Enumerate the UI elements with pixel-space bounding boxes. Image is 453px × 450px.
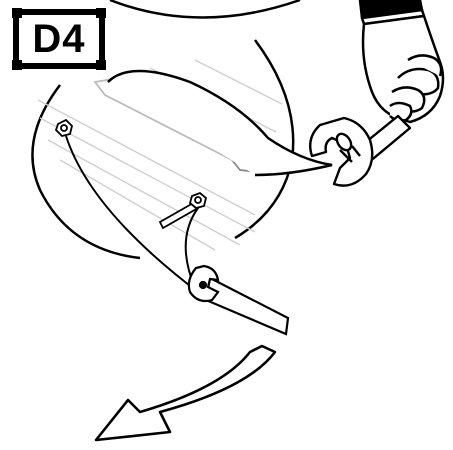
bolt-icon: [56, 120, 72, 136]
previous-callout-arc: [110, 0, 300, 18]
hand-holding-wrench-icon: [360, 0, 443, 122]
callout-pointer: [108, 71, 332, 175]
curved-arrow-icon: [96, 346, 275, 440]
step-badge: D4: [12, 8, 106, 70]
open-end-wrench-icon: [189, 266, 288, 334]
adjustable-wrench-icon: [310, 116, 410, 186]
step-number: D4: [22, 17, 96, 61]
